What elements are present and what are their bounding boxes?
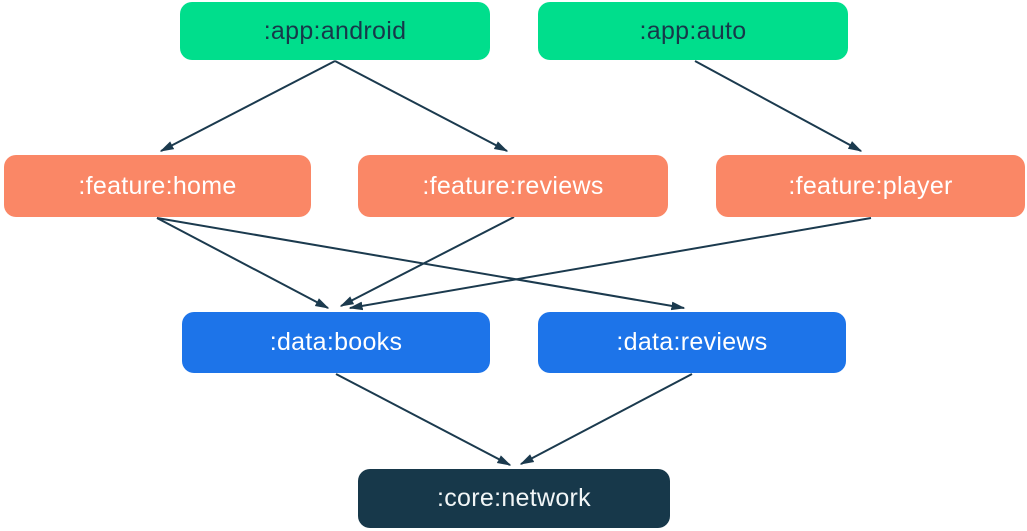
node-data-reviews: :data:reviews (538, 312, 846, 373)
edge-app-auto-to-feature-player (694, 60, 863, 152)
edge-feature-home-to-data-reviews (156, 217, 686, 311)
edge-feature-reviews-to-data-books (339, 216, 515, 307)
edge-feature-home-to-data-books (156, 217, 330, 309)
edge-data-books-to-core-network (335, 373, 512, 466)
node-feature-home: :feature:home (4, 155, 311, 217)
node-app-auto: :app:auto (538, 2, 848, 60)
node-app-android: :app:android (180, 2, 490, 60)
edge-feature-player-to-data-books (348, 217, 872, 311)
edge-data-reviews-to-core-network (519, 373, 693, 465)
node-data-books: :data:books (182, 312, 490, 373)
edge-app-android-to-feature-reviews (334, 60, 509, 152)
node-core-network: :core:network (358, 469, 670, 528)
edge-app-android-to-feature-home (159, 60, 336, 152)
node-feature-player: :feature:player (716, 155, 1025, 217)
node-feature-reviews: :feature:reviews (358, 155, 668, 217)
